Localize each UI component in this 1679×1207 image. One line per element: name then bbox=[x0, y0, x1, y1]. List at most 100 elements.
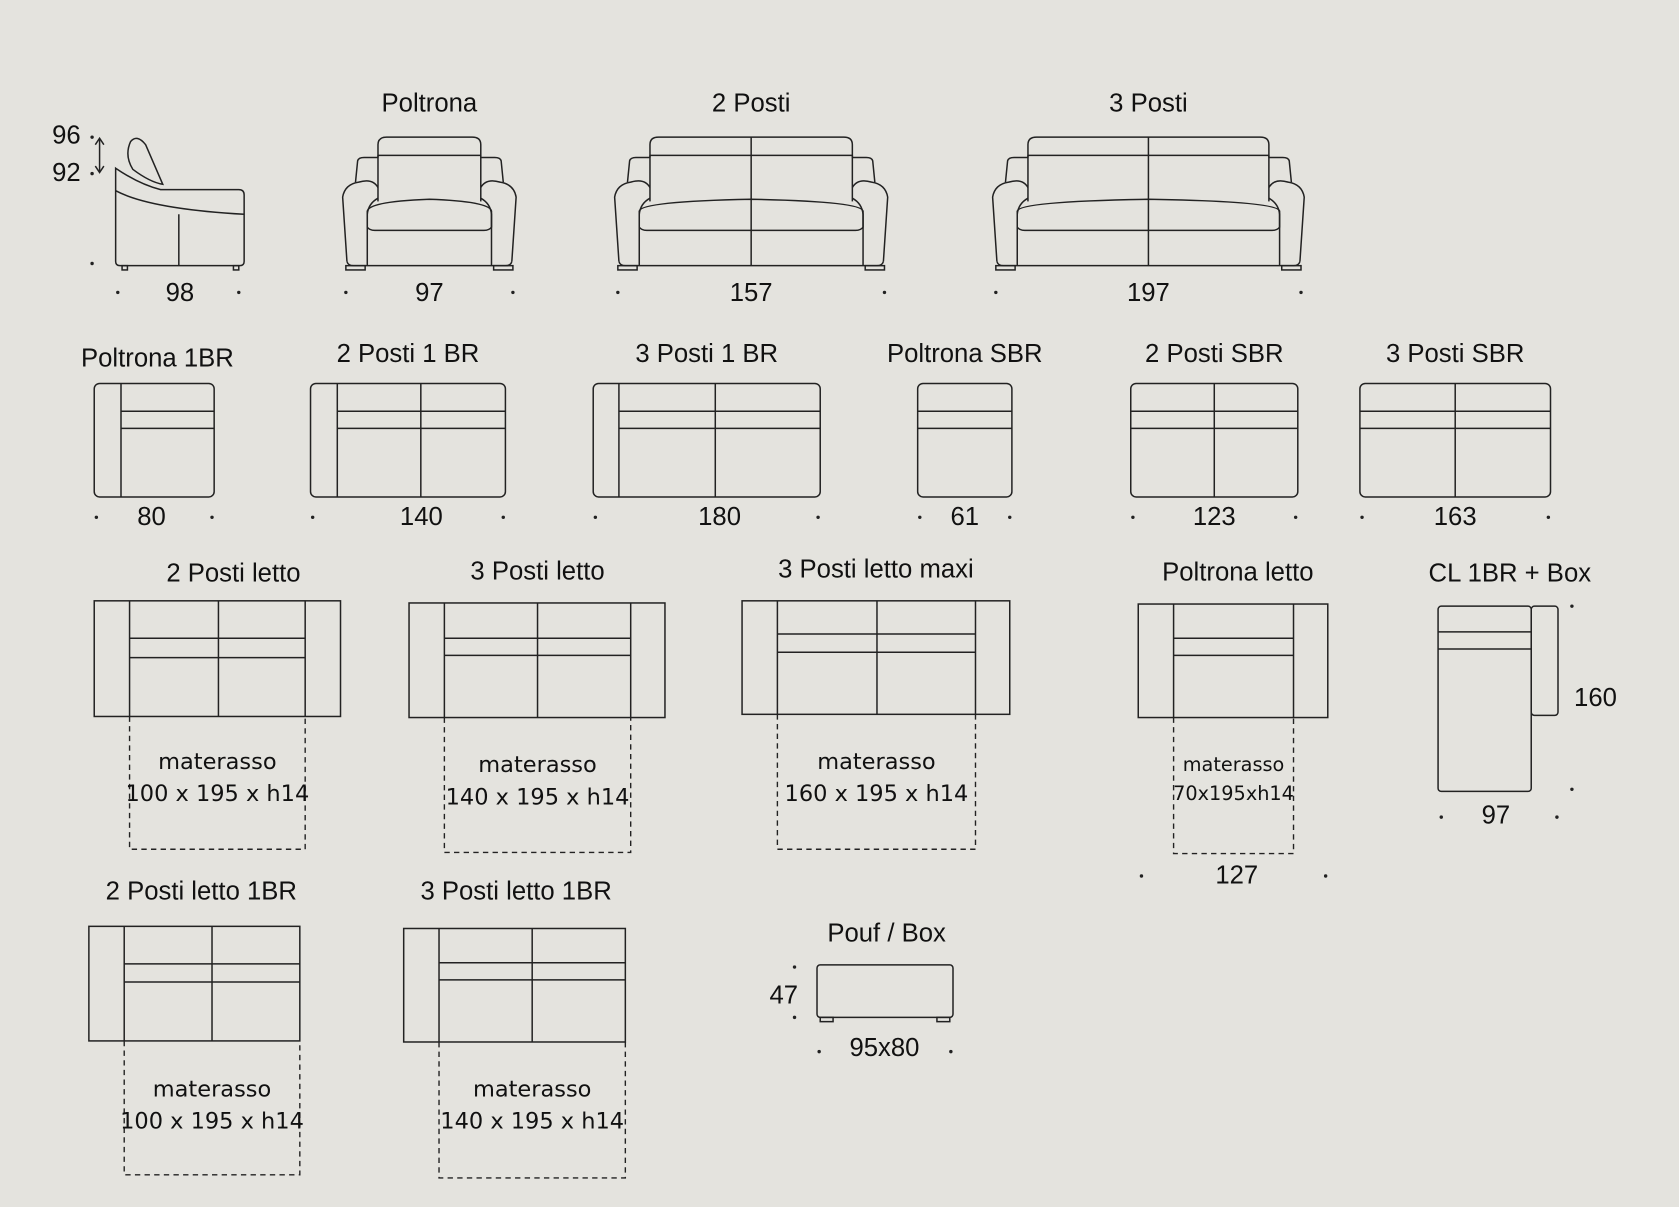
height-max-label: 96 bbox=[52, 122, 81, 150]
bed-title: 3 Posti letto bbox=[470, 557, 604, 585]
dimension-dot bbox=[1299, 290, 1303, 295]
front-view-width: 97 bbox=[415, 279, 444, 307]
seat-cushion bbox=[366, 198, 493, 232]
foot bbox=[819, 1016, 834, 1023]
top-view-title: Poltrona SBR bbox=[887, 340, 1043, 368]
foot bbox=[232, 264, 240, 271]
mattress-size: 100 x 195 x h14 bbox=[125, 781, 309, 807]
top-view-title: 2 Posti 1 BR bbox=[337, 340, 480, 368]
dimension-dot bbox=[882, 290, 887, 295]
arm-tops bbox=[354, 156, 505, 183]
dimension-dot bbox=[90, 171, 94, 176]
arm-outer bbox=[341, 180, 517, 262]
top-view-title: Poltrona 1BR bbox=[81, 344, 234, 372]
top-view-title: 3 Posti SBR bbox=[1386, 340, 1524, 368]
dimension-dot bbox=[1570, 787, 1574, 791]
top-view-3: Poltrona SBR 61 bbox=[887, 340, 1043, 531]
foot bbox=[121, 264, 129, 271]
pouf-outline bbox=[816, 964, 954, 1019]
bed-outline bbox=[741, 600, 1011, 716]
top-view-width: 180 bbox=[698, 503, 741, 531]
arm-inner bbox=[366, 197, 493, 266]
box-outline bbox=[1530, 605, 1559, 717]
backrest-top bbox=[377, 136, 482, 158]
base-line bbox=[346, 261, 513, 267]
dimension-dot bbox=[511, 290, 515, 295]
dimension-dot bbox=[116, 290, 120, 295]
top-view-outline bbox=[916, 382, 1013, 498]
dimension-dot bbox=[90, 261, 94, 266]
dimension-dot bbox=[1139, 874, 1144, 878]
foot bbox=[492, 264, 514, 271]
bed-outline bbox=[88, 925, 301, 1042]
mattress-outline bbox=[443, 717, 632, 854]
dimension-dot bbox=[816, 515, 820, 520]
pouf-height: 47 bbox=[770, 981, 799, 1009]
dimension-dot bbox=[1131, 515, 1135, 520]
dimension-dot bbox=[501, 515, 505, 520]
foot bbox=[345, 264, 366, 271]
depth-label: 98 bbox=[166, 279, 195, 307]
dimension-dot bbox=[949, 1049, 953, 1054]
mattress-outline bbox=[438, 1041, 627, 1179]
front-view-title: 3 Posti bbox=[1109, 89, 1188, 117]
top-view-width: 140 bbox=[400, 503, 443, 531]
mattress-size: 140 x 195 x h14 bbox=[446, 784, 630, 810]
front-view-width: 197 bbox=[1127, 279, 1170, 307]
dimension-dot bbox=[616, 290, 620, 295]
foot bbox=[995, 264, 1016, 271]
pouf-title: Pouf / Box bbox=[827, 919, 946, 947]
dimension-dot bbox=[792, 965, 797, 969]
dimension-dot bbox=[210, 515, 214, 520]
dimension-dot bbox=[1323, 874, 1328, 878]
chaise-length: 160 bbox=[1574, 684, 1617, 712]
mattress-label: materasso bbox=[1183, 753, 1285, 776]
dimension-dot bbox=[344, 290, 348, 295]
dimension-dot bbox=[918, 515, 922, 520]
mattress-label: materasso bbox=[817, 749, 935, 775]
mattress-size: 160 x 195 x h14 bbox=[785, 781, 969, 807]
mattress-size: 140 x 195 x h14 bbox=[440, 1109, 624, 1135]
side-body bbox=[114, 166, 245, 267]
top-view-outline bbox=[592, 382, 821, 498]
backrest-top bbox=[1027, 136, 1270, 158]
dimension-dot bbox=[90, 135, 94, 139]
bed-title: 2 Posti letto 1BR bbox=[106, 878, 297, 906]
top-view-width: 61 bbox=[950, 503, 979, 531]
dimension-dot bbox=[1439, 815, 1443, 819]
side-headrest bbox=[127, 137, 164, 186]
bed-outline bbox=[402, 927, 627, 1043]
top-view-width: 80 bbox=[137, 503, 166, 531]
dimension-dot bbox=[1555, 815, 1559, 819]
height-min-label: 92 bbox=[52, 159, 81, 187]
arrow-heads bbox=[94, 136, 105, 174]
side-view: 96 92 98 bbox=[52, 122, 245, 307]
dimension-dot bbox=[1570, 604, 1574, 608]
front-view-title: 2 Posti bbox=[712, 89, 791, 117]
top-view-title: 3 Posti 1 BR bbox=[635, 340, 778, 368]
bed-outline bbox=[93, 600, 342, 718]
bed-outline bbox=[1137, 603, 1329, 719]
top-view-outline bbox=[309, 382, 507, 498]
mattress-outline bbox=[1172, 717, 1295, 855]
top-view-width: 123 bbox=[1193, 503, 1236, 531]
arm-outer bbox=[613, 180, 889, 262]
front-view-2: 3 Posti 197 bbox=[991, 89, 1305, 307]
seat-cushion bbox=[1016, 198, 1281, 232]
dimension-dot bbox=[310, 515, 315, 520]
pouf-size: 95x80 bbox=[849, 1034, 919, 1062]
mattress-size: 100 x 195 x h14 bbox=[120, 1109, 304, 1135]
bed-width: 127 bbox=[1215, 862, 1258, 890]
chaise-outline bbox=[1437, 605, 1532, 793]
top-view-width: 163 bbox=[1434, 503, 1477, 531]
